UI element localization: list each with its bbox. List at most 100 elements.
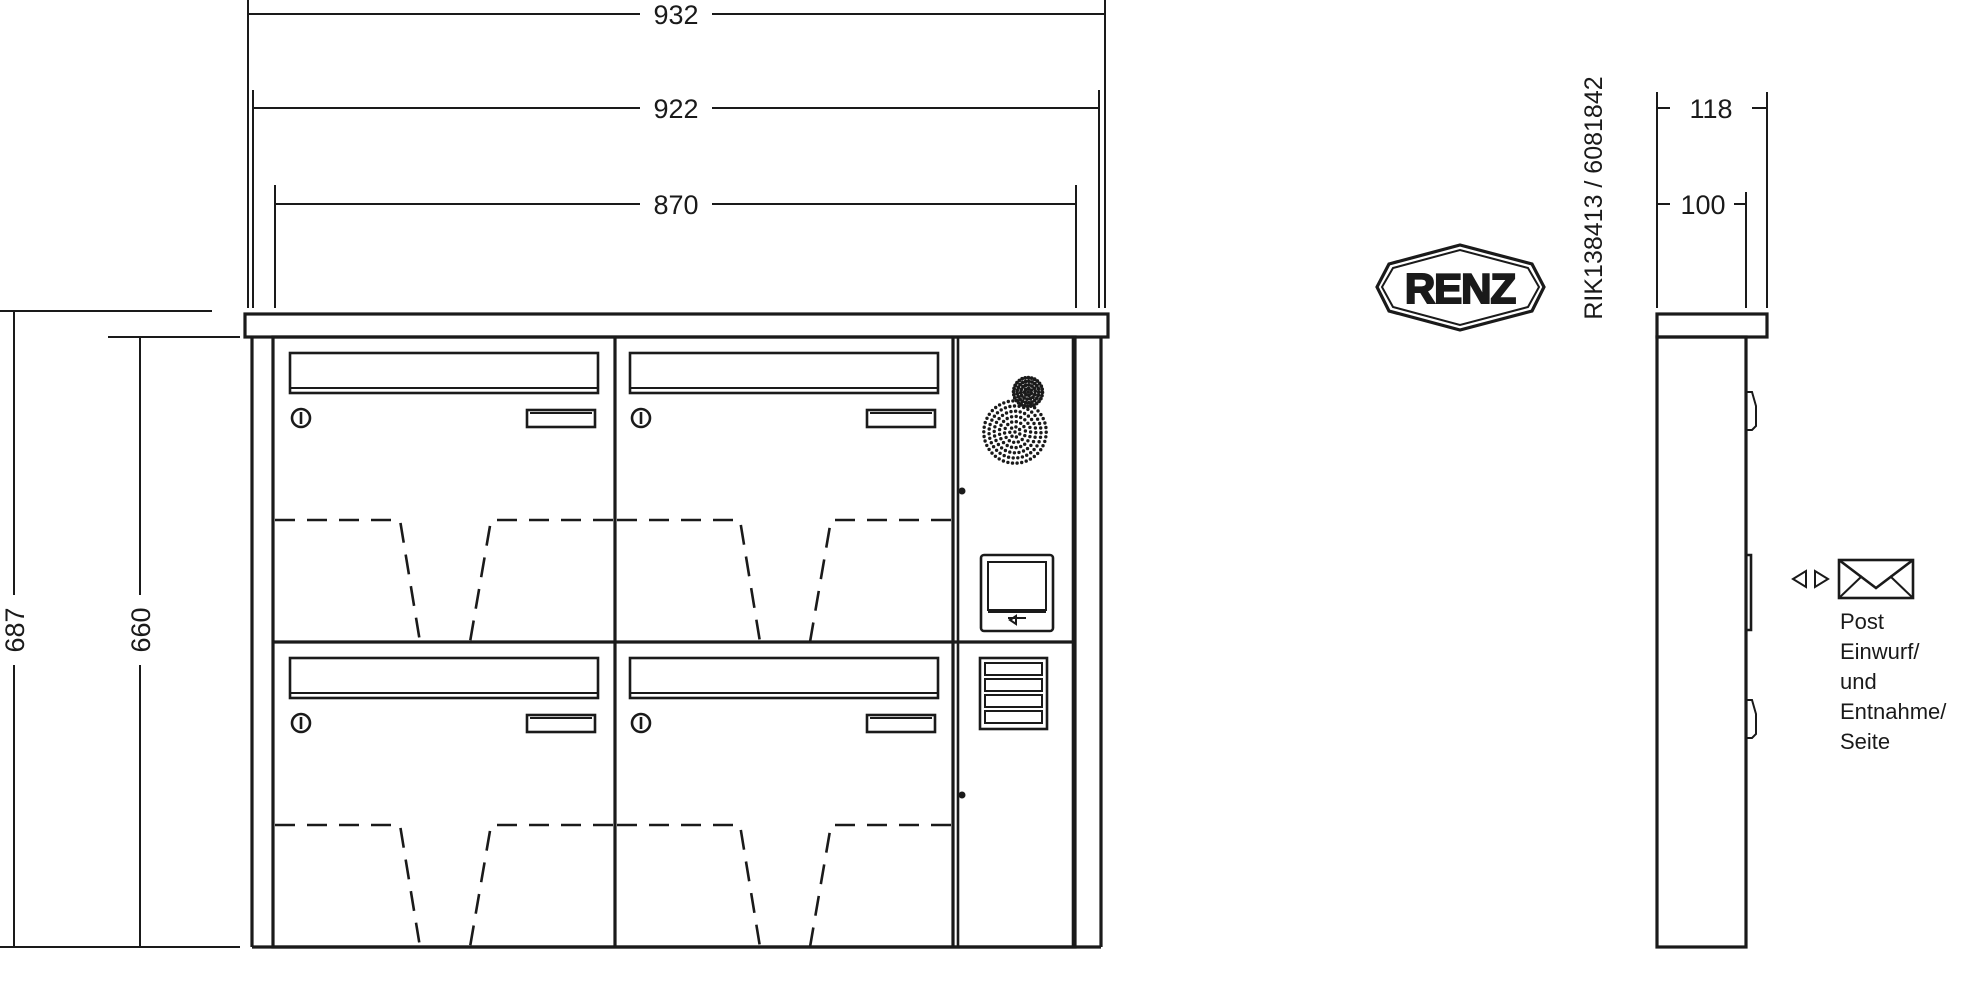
speaker-hole: [1017, 378, 1022, 383]
speaker-hole: [1029, 376, 1034, 380]
speaker-hole: [1037, 421, 1042, 426]
speaker-hole: [1023, 418, 1027, 422]
speaker-hole: [1040, 390, 1045, 395]
speaker-hole: [1034, 401, 1039, 406]
speaker-hole: [1014, 420, 1018, 424]
speaker-hole: [1022, 424, 1026, 429]
speaker-hole: [1010, 461, 1015, 465]
speaker-hole: [1016, 440, 1020, 444]
speaker-hole: [982, 425, 986, 429]
speaker-hole: [1015, 388, 1020, 393]
speaker-hole: [1020, 437, 1024, 442]
speaker-hole: [1002, 453, 1006, 458]
speaker-hole: [1013, 430, 1017, 434]
side-view-label: Post Einwurf/ und Entnahme/ Seite: [1840, 609, 1947, 754]
speaker-hole: [1011, 456, 1015, 460]
speaker-hole: [999, 423, 1003, 427]
speaker-hole: [1028, 457, 1033, 461]
speaker-hole: [1036, 386, 1041, 391]
speaker-hole: [1032, 447, 1036, 452]
speaker-hole: [1003, 406, 1008, 410]
speaker-hole: [997, 432, 1002, 436]
speaker-hole: [1035, 417, 1040, 421]
letter-slot: [288, 656, 600, 700]
speaker-hole: [993, 454, 998, 458]
speaker-hole: [1022, 411, 1027, 416]
speaker-hole: [1028, 404, 1033, 408]
speaker-hole: [1026, 375, 1031, 380]
speaker-hole: [1036, 451, 1040, 456]
side-body: [1655, 335, 1748, 949]
speaker-hole: [1009, 409, 1013, 414]
speaker-hole: [1016, 394, 1021, 399]
speaker-hole: [1036, 390, 1041, 394]
speaker-hole: [992, 434, 997, 438]
speaker-hole: [993, 425, 997, 429]
speaker-hole: [1020, 376, 1024, 381]
speaker-hole: [1011, 389, 1016, 394]
speaker-hole: [1026, 414, 1031, 418]
dimension-label-932: 932: [653, 0, 698, 30]
speaker-hole: [1023, 376, 1028, 380]
side-view: 118 100: [1655, 92, 1769, 949]
lock-icon: [630, 712, 652, 734]
speaker-hole: [1038, 435, 1043, 439]
dimension-depth-body: 100: [1656, 190, 1747, 308]
name-plate: [865, 713, 937, 734]
speaker-hole: [1019, 444, 1023, 449]
speaker-hole: [996, 442, 1001, 447]
speaker-hole: [1013, 383, 1018, 388]
dimension-label-922: 922: [653, 94, 698, 124]
speaker-hole: [1037, 381, 1042, 386]
speaker-hole: [1040, 387, 1044, 392]
article-code: RIK138413 / 6081842: [1580, 76, 1608, 319]
side-roof: [1655, 312, 1769, 339]
speaker-hole: [1008, 450, 1012, 454]
speaker-hole: [997, 403, 1002, 407]
speaker-hole: [1028, 434, 1032, 439]
speaker-hole: [987, 447, 991, 452]
speaker-hole: [1015, 461, 1019, 465]
speaker-hole: [1023, 433, 1027, 438]
speaker-hole: [1044, 435, 1048, 439]
speaker-hole: [1021, 449, 1026, 453]
speaker-hole: [1012, 404, 1017, 408]
dimension-height-overall: 687: [0, 310, 240, 948]
speaker-hole: [1020, 460, 1024, 465]
speaker-hole: [1037, 399, 1041, 404]
speaker-hole: [1008, 404, 1012, 409]
letter-slot: [288, 351, 600, 395]
speaker-hole: [1032, 386, 1037, 391]
speaker-hole: [1005, 416, 1009, 421]
speaker-hole: [1009, 426, 1014, 430]
speaker-hole: [1016, 456, 1020, 460]
speaker-hole: [1019, 387, 1024, 392]
speaker-hole: [1012, 396, 1017, 400]
speaker-hole: [1014, 414, 1018, 419]
speaker-hole: [1029, 417, 1034, 422]
speaker-hole: [1014, 425, 1018, 429]
speaker-hole: [1019, 415, 1023, 420]
speaker-hole: [1035, 379, 1040, 383]
speaker-hole: [1011, 399, 1015, 403]
camera-display-icon: [979, 553, 1055, 633]
speaker-hole: [1044, 425, 1048, 430]
speaker-hole: [1003, 448, 1008, 453]
renz-logo: RENZ: [1375, 243, 1546, 332]
speaker-hole: [1044, 430, 1048, 434]
speaker-hole: [1012, 440, 1016, 444]
speaker-hole: [1004, 435, 1008, 440]
speaker-grille-icon: [982, 375, 1048, 465]
speaker-hole: [992, 414, 997, 418]
speaker-hole: [1030, 400, 1034, 404]
speaker-hole: [983, 420, 987, 425]
speaker-hole: [1020, 380, 1025, 385]
speaker-hole: [998, 451, 1002, 455]
speaker-hole: [1036, 393, 1041, 398]
speaker-hole: [1010, 434, 1014, 438]
speaker-hole: [1022, 396, 1026, 400]
label-line-5: Seite: [1840, 729, 1890, 754]
speaker-hole: [1027, 383, 1031, 387]
speaker-hole: [1016, 385, 1021, 390]
speaker-hole: [992, 429, 996, 434]
